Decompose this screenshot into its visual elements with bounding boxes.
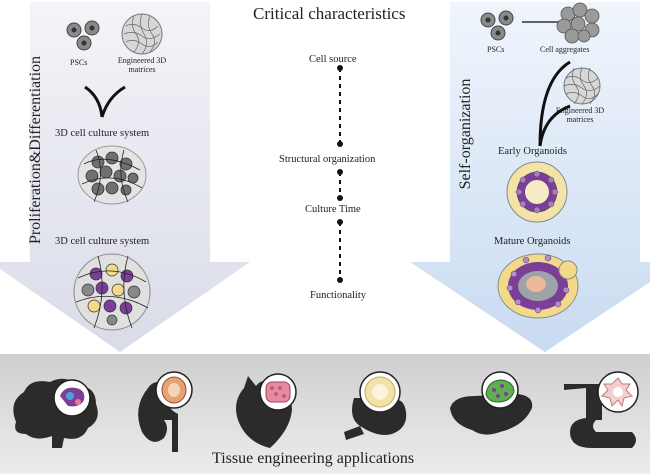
left-vertical-label: Proliferation&Differentiation	[27, 55, 44, 245]
psc-cells-icon	[66, 20, 100, 51]
right-psc-cells-icon	[480, 10, 514, 41]
culture-system-differentiated-icon	[73, 253, 151, 331]
bottom-label: Tissue engineering applications	[212, 450, 415, 467]
right-matrix-icon	[563, 67, 601, 105]
early-organoid-icon	[506, 161, 568, 223]
right-merge-lines	[538, 60, 571, 147]
connector-line	[522, 21, 562, 23]
timeline	[337, 65, 343, 283]
step-functionality: Functionality	[310, 290, 366, 301]
matrix-icon	[121, 13, 163, 55]
step-structural-organization: Structural organization	[279, 154, 376, 165]
cell-aggregates-icon	[556, 2, 600, 44]
brain-icon	[13, 378, 98, 448]
heart-icon	[236, 373, 297, 448]
step-culture-time: Culture Time	[305, 204, 361, 215]
left-stage2-label: 3D cell culture system	[55, 236, 150, 247]
left-psc-label: PSCs	[70, 58, 88, 67]
page-title: Critical characteristics	[253, 4, 406, 23]
culture-system-gray-icon	[77, 145, 147, 205]
early-organoids-label: Early Organoids	[498, 146, 567, 157]
liver-icon	[450, 371, 533, 435]
stomach-icon	[344, 371, 407, 440]
aggregates-label: Cell aggregates	[540, 45, 590, 54]
step-cell-source: Cell source	[309, 54, 357, 65]
intestine-icon	[564, 371, 639, 448]
right-matrix-label: Engineered 3D matrices	[555, 106, 605, 124]
right-psc-label: PSCs	[487, 45, 505, 54]
merge-lines	[84, 85, 126, 118]
mature-organoids-label: Mature Organoids	[494, 236, 571, 247]
kidney-icon	[138, 371, 193, 452]
mature-organoid-icon	[497, 253, 579, 319]
right-vertical-label: Self-organization	[457, 78, 474, 190]
left-stage1-label: 3D cell culture system	[55, 128, 150, 139]
left-matrix-label: Engineered 3D matrices	[117, 56, 167, 74]
